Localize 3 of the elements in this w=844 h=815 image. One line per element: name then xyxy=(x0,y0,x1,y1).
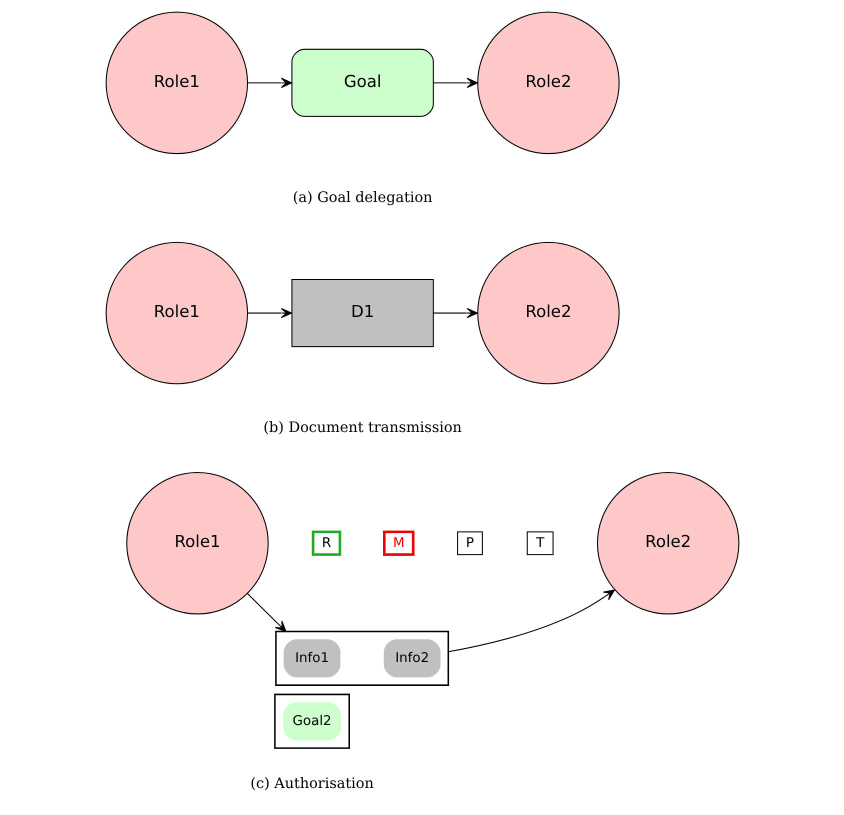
label: (b) Document transmission xyxy=(262,420,462,436)
label: (a) Goal delegation xyxy=(292,190,432,206)
label: (c) Authorisation xyxy=(250,776,374,792)
